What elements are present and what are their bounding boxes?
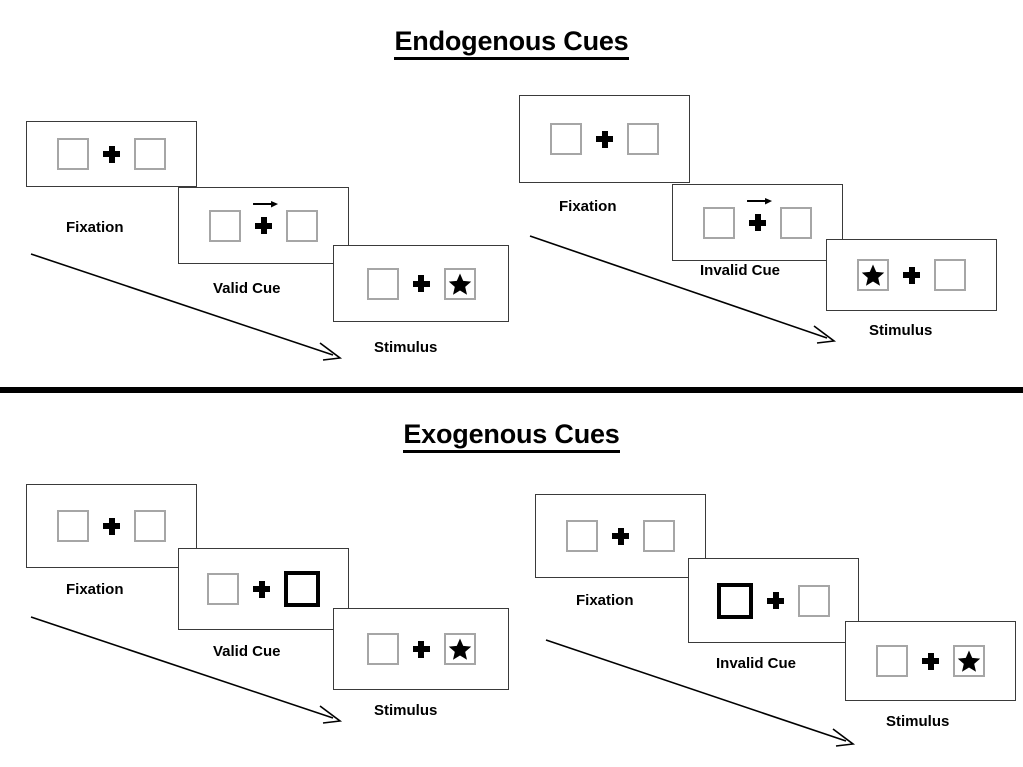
frame-exogenous-valid-cue [178,548,349,630]
fixation-cross-icon [253,580,270,598]
frame-content [366,633,476,665]
fixation-cross-icon [767,592,784,609]
fixation-cross-icon [596,130,613,148]
section-title-endogenous-text: Endogenous Cues [394,26,629,60]
frame-content [566,520,675,552]
stimulus-box-left [209,209,241,242]
frame-endogenous-invalid-fixation [519,95,690,183]
fixation-cross-wrap [903,266,920,284]
fixation-cross-icon [255,217,272,234]
frame-content [57,138,166,170]
fixation-cross-icon [612,527,629,545]
frame-exogenous-invalid-cue [688,558,859,643]
stimulus-box-right [798,584,830,617]
frame-endogenous-valid-stimulus [333,245,509,322]
frame-endogenous-invalid-stimulus [826,239,997,311]
stimulus-box-left [207,573,239,605]
frame-content [550,123,659,155]
stage-label-fixation: Fixation [559,198,617,215]
frame-content [857,259,966,291]
stage-label-valid-cue: Valid Cue [213,280,281,297]
star-icon [448,273,471,295]
frame-content [209,201,318,242]
fixation-cross-icon [749,214,766,231]
stimulus-box-right [134,510,166,542]
frame-content [207,571,320,607]
stimulus-box-right [643,520,675,552]
fixation-cross-wrap [767,592,784,609]
stimulus-box-left [366,267,399,300]
stimulus-box-right [286,209,318,242]
frame-endogenous-valid-fixation [26,121,197,187]
frame-exogenous-valid-stimulus [333,608,509,690]
stage-label-fixation: Fixation [66,581,124,598]
frame-content [703,198,812,239]
fixation-cross-icon [412,640,430,658]
frame-content [717,582,830,619]
frame-endogenous-valid-cue [178,187,349,264]
section-title-endogenous: Endogenous Cues [0,26,1023,60]
stimulus-box-right [934,259,966,291]
stimulus-box-left [366,633,399,665]
stimulus-box-right-target [953,645,985,677]
star-icon [448,638,471,660]
stimulus-box-right-cued [284,571,320,607]
section-title-exogenous-text: Exogenous Cues [403,419,620,453]
stage-label-stimulus: Stimulus [374,339,438,356]
section-title-exogenous: Exogenous Cues [0,419,1023,453]
stimulus-box-left [566,520,598,552]
flow-arrow-exogenous-invalid [545,639,856,747]
fixation-cross-wrap [252,201,278,234]
stimulus-box-left [876,645,908,677]
fixation-cross-wrap [412,640,430,658]
star-icon [861,264,885,286]
fixation-cross-icon [103,517,120,535]
frame-content [876,645,985,677]
stimulus-box-right-target [443,633,476,665]
stage-label-stimulus: Stimulus [869,322,933,339]
fixation-cross-wrap [253,580,270,598]
frame-content [366,267,476,300]
fixation-cross-icon [103,145,120,163]
frame-content [57,510,166,542]
fixation-cross-icon [412,275,430,292]
stage-label-stimulus: Stimulus [374,702,438,719]
stimulus-box-right-target [443,267,476,300]
flow-arrow-endogenous-invalid [529,235,837,344]
stimulus-box-left-cued [717,582,753,619]
stage-label-invalid-cue: Invalid Cue [716,655,797,672]
fixation-cross-icon [922,652,939,670]
stage-label-stimulus: Stimulus [886,713,950,730]
stimulus-box-left [703,206,735,239]
flow-arrow-endogenous-valid [30,253,343,361]
fixation-cross-icon [903,266,920,284]
frame-exogenous-invalid-fixation [535,494,706,578]
cue-arrow-right-icon [252,201,278,208]
stimulus-box-left-target [857,259,889,291]
cue-arrow-right-icon [746,198,772,205]
stage-label-fixation: Fixation [66,219,124,236]
stimulus-box-left [550,123,582,155]
frame-exogenous-valid-fixation [26,484,197,568]
stage-label-fixation: Fixation [576,592,634,609]
fixation-cross-wrap [103,145,120,163]
stimulus-box-left [57,510,89,542]
fixation-cross-wrap [103,517,120,535]
fixation-cross-wrap [412,275,430,292]
frame-endogenous-invalid-cue [672,184,843,261]
star-icon [957,650,981,672]
stage-label-invalid-cue: Invalid Cue [700,262,781,279]
fixation-cross-wrap [922,652,939,670]
flow-arrow-exogenous-valid [30,616,343,724]
stimulus-box-right [780,206,812,239]
fixation-cross-wrap [596,130,613,148]
stimulus-box-right [134,138,166,170]
stimulus-box-right [627,123,659,155]
section-divider [0,387,1023,393]
fixation-cross-wrap [612,527,629,545]
fixation-cross-wrap [746,198,772,231]
stage-label-valid-cue: Valid Cue [213,643,281,660]
frame-exogenous-invalid-stimulus [845,621,1016,701]
stimulus-box-left [57,138,89,170]
